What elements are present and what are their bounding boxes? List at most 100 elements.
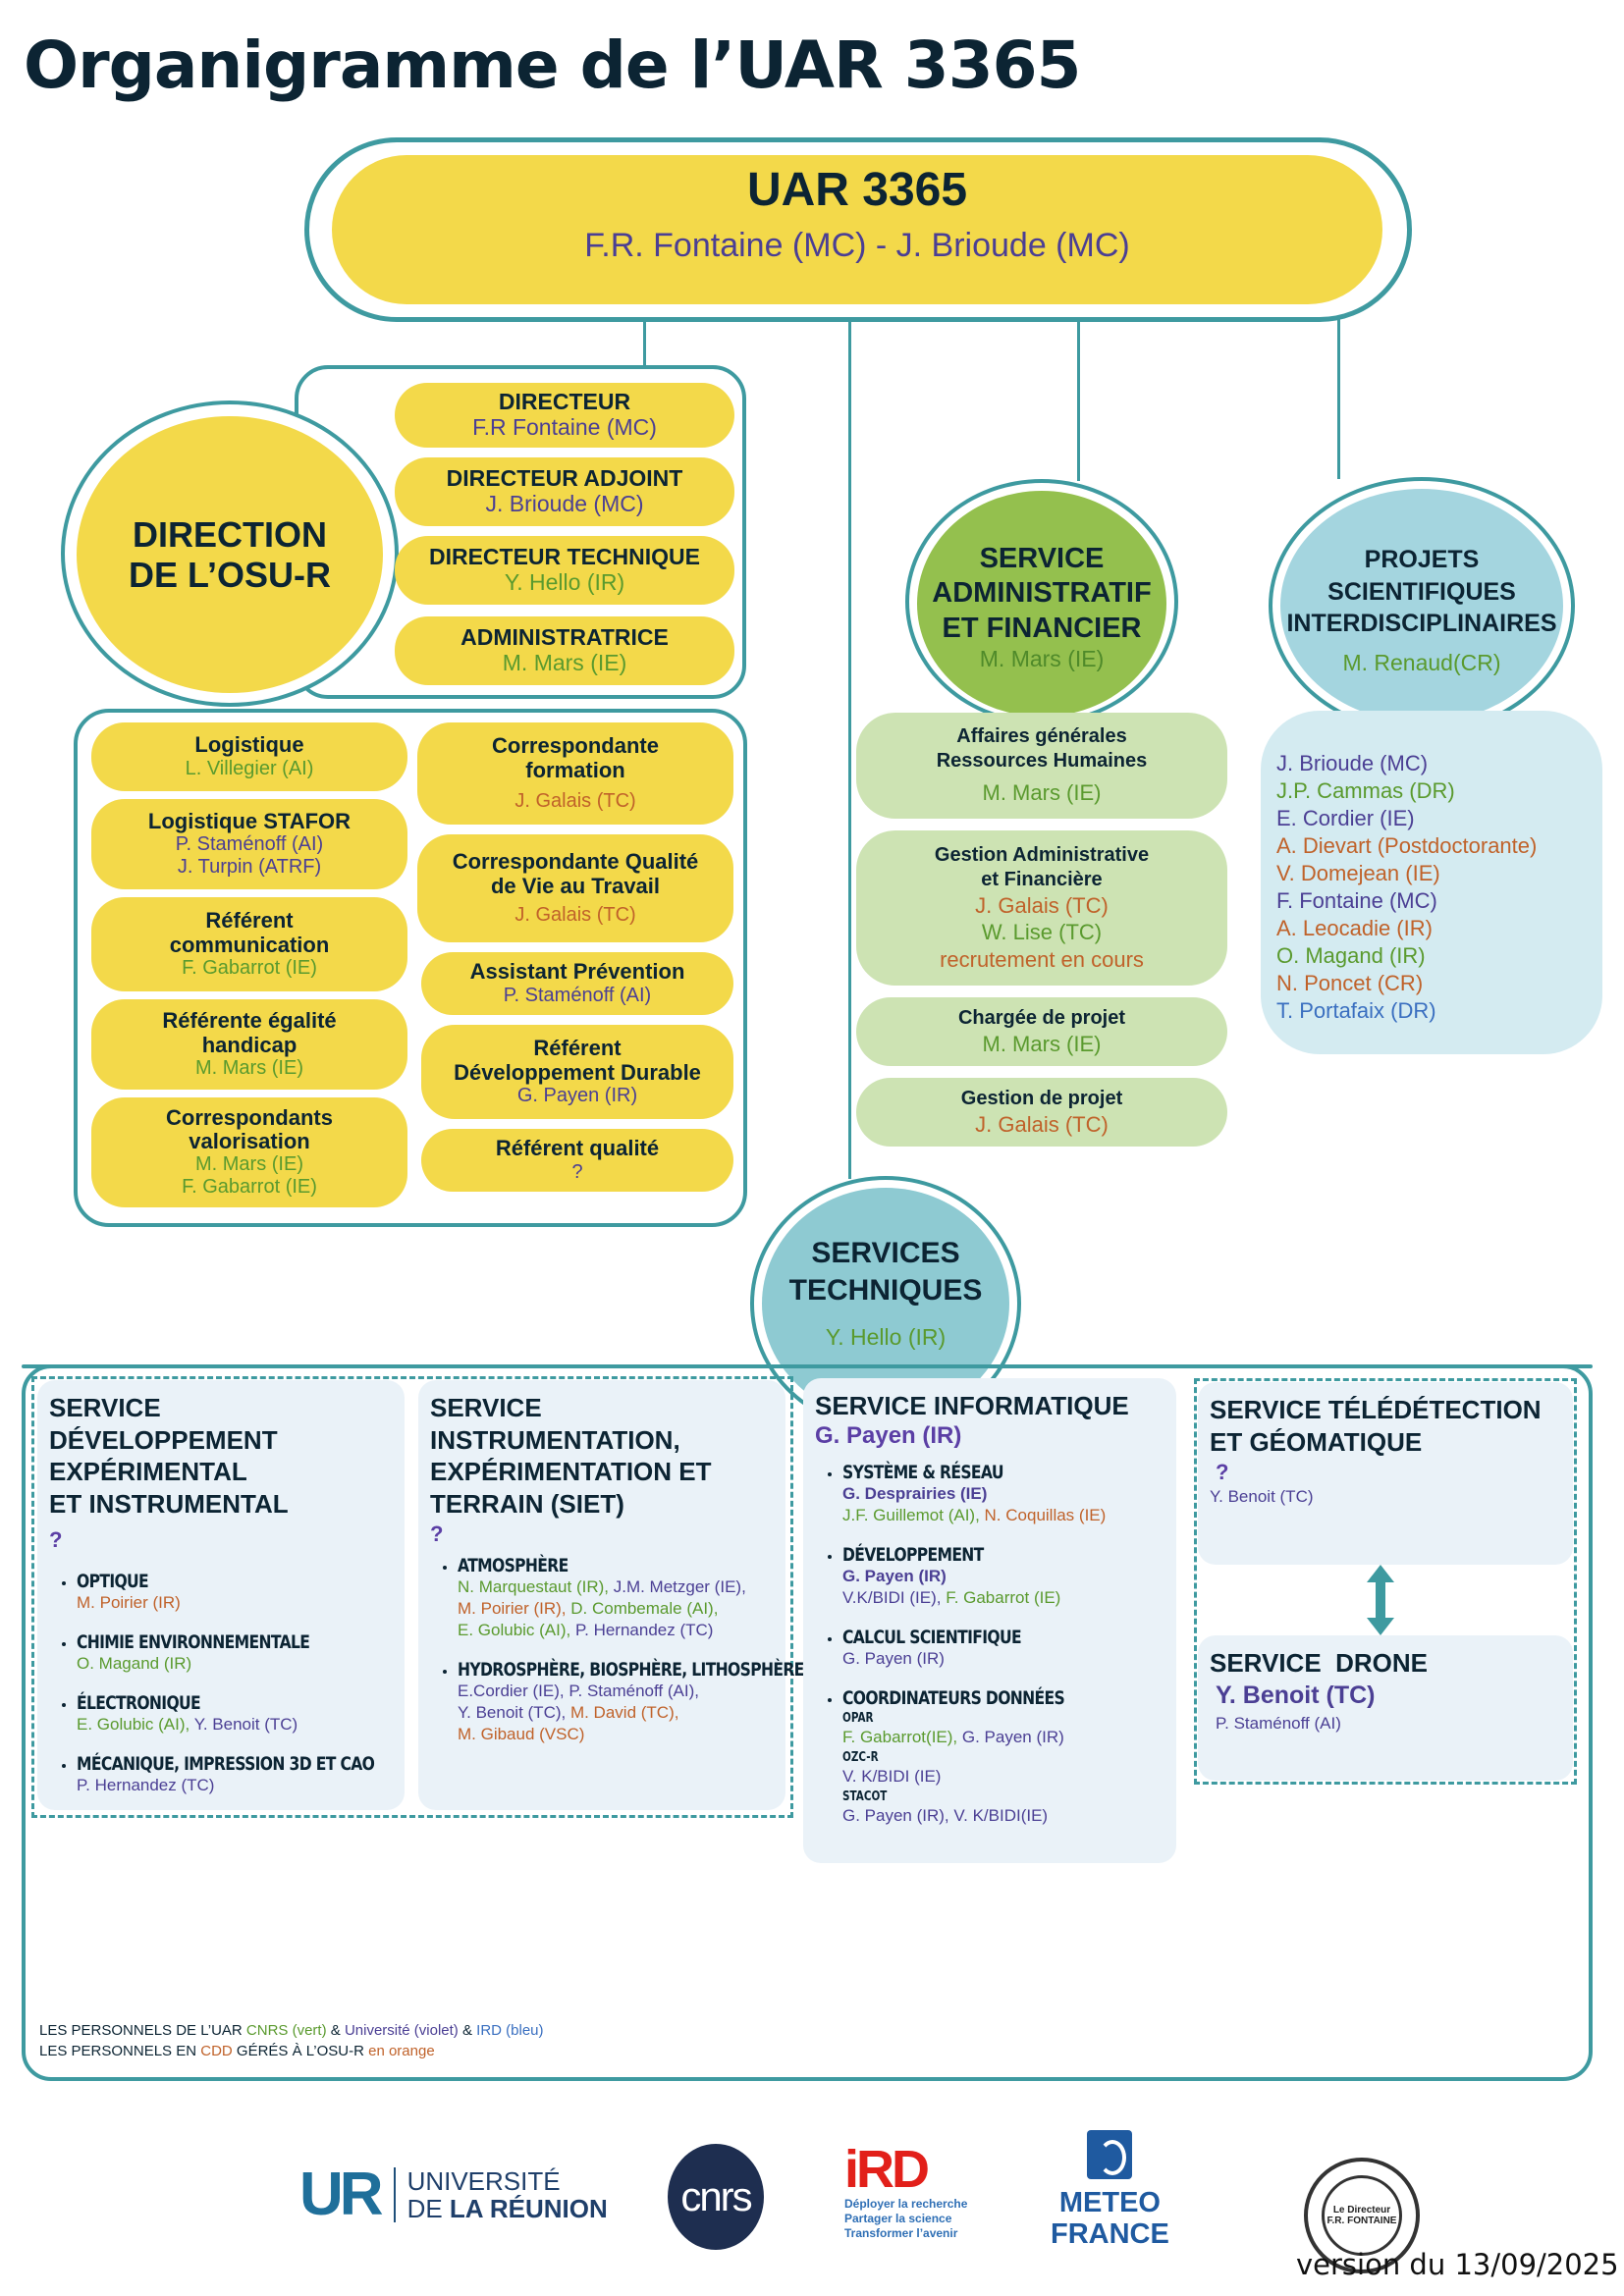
function-formation[interactable]: Correspondante formation J. Galais (TC) (417, 722, 733, 825)
role-title: DIRECTEUR (498, 389, 631, 415)
panel-title: SERVICE (430, 1393, 542, 1422)
unit-title: et Financière (981, 868, 1103, 890)
functions-frame: Logistique L. Villegier (AI) Logistique … (74, 709, 747, 1227)
function-title: Référent (205, 908, 294, 934)
unit-person: recrutement en cours (940, 946, 1144, 972)
item-person: F. Gabarrot(IE), (842, 1727, 962, 1746)
function-logistique[interactable]: Logistique L. Villegier (AI) (91, 722, 407, 791)
item-title: MÉCANIQUE, IMPRESSION 3D ET CAO (77, 1753, 375, 1775)
legend-ird: IRD (bleu) (476, 2022, 544, 2039)
projects-node[interactable]: PROJETS SCIENTIFIQUES INTERDISCIPLINAIRE… (1280, 489, 1563, 722)
function-person: M. Mars (IE) (195, 1056, 303, 1079)
function-valorisation[interactable]: Correspondants valorisation M. Mars (IE)… (91, 1097, 407, 1207)
admin-unit-gestion-projet[interactable]: Gestion de projet J. Galais (TC) (856, 1078, 1227, 1147)
meteo-line1: METEO (1058, 2187, 1161, 2218)
item-title: DÉVELOPPEMENT (842, 1543, 984, 1566)
panel-informatique[interactable]: SERVICE INFORMATIQUE G. Payen (IR) SYSTÈ… (803, 1378, 1176, 1863)
role-directeur-adjoint[interactable]: DIRECTEUR ADJOINT J. Brioude (MC) (395, 457, 734, 526)
panel-teledetection[interactable]: SERVICE TÉLÉDÉTECTION ET GÉOMATIQUE ? Y.… (1198, 1382, 1573, 1565)
role-title: ADMINISTRATRICE (460, 624, 669, 651)
ur-line1: UNIVERSITÉ (406, 2165, 561, 2196)
legend-orange: en orange (368, 2043, 435, 2059)
role-administratrice[interactable]: ADMINISTRATRICE M. Mars (IE) (395, 616, 734, 685)
panel-title: TERRAIN (SIET) (430, 1488, 624, 1519)
function-communication[interactable]: Référent communication F. Gabarrot (IE) (91, 897, 407, 991)
function-title: Logistique (194, 732, 304, 758)
ird-tagline: Transformer l’avenir (844, 2226, 958, 2240)
item-person: D. Combemale (AI), (570, 1599, 719, 1618)
function-title: valorisation (189, 1129, 310, 1153)
function-prevention[interactable]: Assistant Prévention P. Staménoff (AI) (421, 952, 733, 1015)
panel-sdei[interactable]: SERVICE DÉVELOPPEMENT EXPÉRIMENTAL ET IN… (37, 1380, 405, 1810)
info-item-coordinateurs: COORDINATEURS DONNÉES OPAR F. Gabarrot(I… (842, 1687, 1164, 1827)
item-person: E. Golubic (AI), (458, 1621, 575, 1639)
connector-projects (1337, 265, 1340, 479)
projects-title: PROJETS (1364, 546, 1480, 573)
unit-title: Chargée de projet (957, 1006, 1126, 1029)
panel-title: EXPÉRIMENTAL (49, 1457, 247, 1486)
meteo-france-icon (1087, 2130, 1133, 2179)
item-person: M. Gibaud (VSC) (458, 1725, 585, 1743)
item-person: J.F. Guillemot (AI), (842, 1505, 985, 1524)
function-logistique-stafor[interactable]: Logistique STAFOR P. Staménoff (AI) J. T… (91, 799, 407, 889)
function-egalite-handicap[interactable]: Référente égalité handicap M. Mars (IE) (91, 999, 407, 1090)
project-member: T. Portafaix (DR) (1276, 998, 1436, 1023)
item-person: E.Cordier (IE), P. Staménoff (AI), (458, 1682, 699, 1700)
dashed-group-left (31, 1376, 793, 1818)
item-title: CALCUL SCIENTIFIQUE (842, 1626, 1022, 1648)
function-qvt[interactable]: Correspondante Qualité de Vie au Travail… (417, 834, 733, 942)
role-directeur[interactable]: DIRECTEUR F.R Fontaine (MC) (395, 383, 734, 448)
panel-siet[interactable]: SERVICE INSTRUMENTATION, EXPÉRIMENTATION… (418, 1380, 804, 1810)
ird-tagline: Partager la science (844, 2212, 952, 2225)
logo-meteo-france: METEO FRANCE (1051, 2130, 1169, 2250)
projects-title: INTERDISCIPLINAIRES (1286, 610, 1557, 637)
admin-unit-gestion-administrative[interactable]: Gestion Administrative et Financière J. … (856, 830, 1227, 986)
legend-text: LES PERSONNELS DE L’UAR (39, 2022, 246, 2039)
item-person: G. Payen (IR), V. K/BIDI(IE) (842, 1805, 1049, 1825)
admin-title: ADMINISTRATIF (932, 577, 1152, 610)
item-title: CHIMIE ENVIRONNEMENTALE (77, 1631, 310, 1653)
panel-drone[interactable]: SERVICE DRONE Y. Benoit (TC) P. Staménof… (1198, 1635, 1573, 1781)
meteo-line2: FRANCE (1051, 2218, 1169, 2250)
function-person: L. Villegier (AI) (185, 757, 314, 779)
unit-person: J. Galais (TC) (975, 1111, 1109, 1137)
role-person: Y. Hello (IR) (504, 569, 625, 596)
group-label: OPAR (842, 1710, 874, 1726)
legend-text: & (458, 2022, 477, 2039)
function-developpement-durable[interactable]: Référent Développement Durable G. Payen … (421, 1025, 733, 1119)
panel-head: ? (49, 1527, 63, 1552)
panel-member: Y. Benoit (TC) (1210, 1487, 1314, 1506)
item-person: M. David (TC), (569, 1703, 679, 1722)
role-directeur-technique[interactable]: DIRECTEUR TECHNIQUE Y. Hello (IR) (395, 536, 734, 605)
legend-cdd: CDD (200, 2043, 233, 2059)
siet-item-hydrosphere: HYDROSPHÈRE, BIOSPHÈRE, LITHOSPHÈRE E.Co… (458, 1659, 804, 1745)
projects-head: M. Renaud(CR) (1342, 649, 1501, 675)
info-item-calcul: CALCUL SCIENTIFIQUE G. Payen (IR) (842, 1627, 1164, 1670)
admin-service-node[interactable]: SERVICE ADMINISTRATIF ET FINANCIER M. Ma… (917, 491, 1166, 717)
admin-unit-affaires-generales[interactable]: Affaires générales Ressources Humaines M… (856, 713, 1227, 819)
item-person: F. Gabarrot (IE) (946, 1587, 1061, 1607)
panel-title: ET INSTRUMENTAL (49, 1488, 289, 1519)
unit-title: Affaires générales (956, 725, 1127, 748)
project-member: E. Cordier (IE) (1276, 806, 1415, 830)
direction-title-1: DIRECTION (132, 513, 327, 555)
bidirectional-arrow-icon (1367, 1565, 1394, 1635)
function-person: F. Gabarrot (IE) (182, 1176, 317, 1199)
uar-node[interactable]: UAR 3365 F.R. Fontaine (MC) - J. Brioude… (332, 155, 1382, 304)
info-item-systeme: SYSTÈME & RÉSEAU G. Desprairies (IE) J.F… (842, 1462, 1164, 1526)
role-person: J. Brioude (MC) (485, 491, 644, 517)
projects-members-panel: J. Brioude (MC) J.P. Cammas (DR) E. Cord… (1261, 711, 1602, 1054)
legend-text: GÉRÉS À L’OSU-R (232, 2043, 369, 2059)
ur-mark: UR (299, 2161, 384, 2228)
function-title: Correspondants (166, 1104, 333, 1130)
tech-head: Y. Hello (IR) (825, 1324, 947, 1350)
admin-unit-chargee-projet[interactable]: Chargée de projet M. Mars (IE) (856, 997, 1227, 1066)
logo-ird: iRD Déployer la recherche Partager la sc… (844, 2142, 967, 2241)
function-qualite[interactable]: Référent qualité ? (421, 1129, 733, 1192)
project-member: O. Magand (IR) (1276, 943, 1426, 968)
legend-text: LES PERSONNELS EN (39, 2043, 201, 2059)
item-person: Y. Benoit (TC) (193, 1715, 298, 1734)
unit-title: Ressources Humaines (936, 750, 1148, 773)
